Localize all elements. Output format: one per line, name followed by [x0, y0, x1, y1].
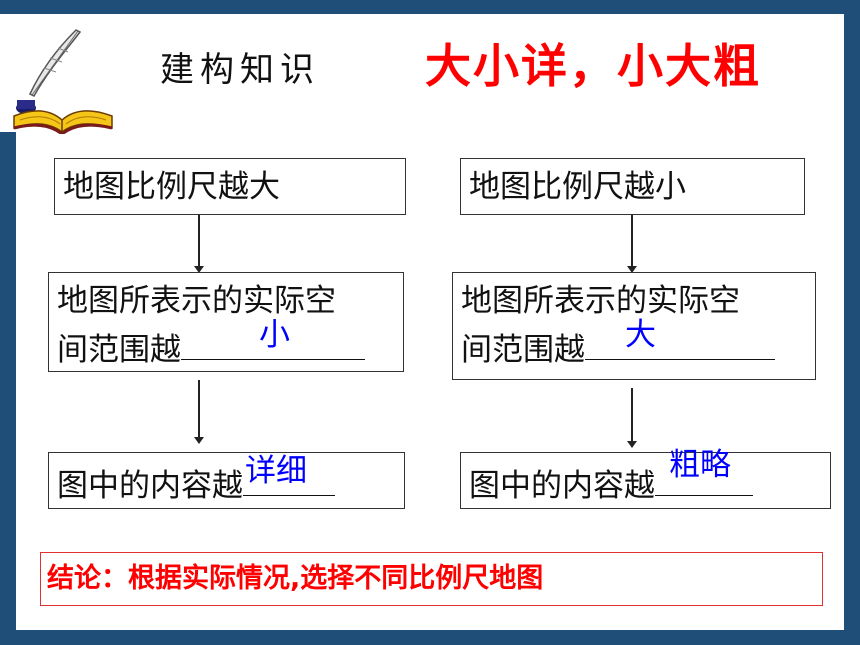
left-blank-content: 详细 [243, 453, 335, 496]
right-blank-range: 大 [585, 317, 775, 360]
left-box-space-range-line2: 间范围越 [57, 332, 181, 368]
logo-patch [0, 14, 126, 134]
right-arrow-1 [627, 215, 637, 273]
left-answer-content: 详细 [245, 453, 307, 489]
right-box-small-scale: 地图比例尺越小 [460, 158, 805, 215]
right-arrow-2 [627, 388, 637, 448]
headline-slogan: 大小详，小大粗 [425, 39, 761, 93]
left-box-large-scale: 地图比例尺越大 [54, 158, 406, 215]
quill-book-icon [13, 29, 113, 134]
right-box-content-text: 图中的内容越 [469, 468, 655, 504]
right-box-space-range: 地图所表示的实际空 间范围越 大 [452, 272, 816, 380]
right-answer-range: 大 [625, 317, 656, 353]
right-box-space-range-line1: 地图所表示的实际空 [461, 283, 740, 319]
right-box-space-range-line2: 间范围越 [461, 332, 585, 368]
conclusion-box: 结论：根据实际情况,选择不同比例尺地图 [40, 552, 823, 606]
left-box-content-text: 图中的内容越 [57, 468, 243, 504]
left-blank-range: 小 [181, 317, 365, 360]
right-blank-content: 粗略 [655, 447, 753, 496]
left-arrow-2 [194, 380, 204, 444]
right-box-content: 图中的内容越粗略 [460, 447, 831, 509]
right-answer-content: 粗略 [669, 447, 731, 483]
section-title: 建构知识 [160, 50, 320, 90]
left-box-space-range-line1: 地图所表示的实际空 [57, 283, 336, 319]
left-box-large-scale-text: 地图比例尺越大 [63, 169, 280, 205]
left-box-content: 图中的内容越详细 [48, 452, 405, 509]
left-answer-range: 小 [259, 317, 290, 353]
left-arrow-1 [194, 215, 204, 273]
left-box-space-range: 地图所表示的实际空 间范围越 小 [48, 272, 404, 372]
right-box-small-scale-text: 地图比例尺越小 [469, 169, 686, 205]
